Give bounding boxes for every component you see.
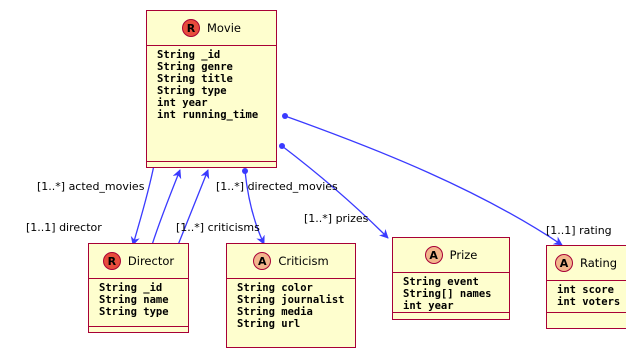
field: int score (557, 284, 614, 296)
stereotype-a-icon: A (424, 246, 443, 264)
edge-acted-movies-1 (151, 169, 182, 246)
field: String title (157, 73, 233, 85)
class-rating-header: A Rating (547, 246, 626, 281)
class-movie[interactable]: R Movie String _id String genre String t… (146, 10, 277, 168)
class-rating-name: Rating (580, 256, 618, 270)
class-criticism-name: Criticism (278, 254, 329, 268)
class-criticism-fields: String color String journalist String me… (227, 279, 355, 330)
stereotype-a-icon: A (253, 252, 272, 270)
class-rating-methods (547, 312, 626, 313)
field: String url (237, 318, 301, 330)
label-prizes: [1..*] prizes (304, 212, 369, 225)
class-director-methods (89, 326, 188, 327)
field: int year (403, 300, 454, 312)
class-movie-fields: String _id String genre String title Str… (147, 46, 276, 121)
stereotype-r-icon: R (181, 19, 200, 37)
field: String _id (99, 282, 163, 294)
class-prize[interactable]: A Prize String event String[] names int … (392, 237, 510, 320)
class-prize-methods (393, 312, 509, 313)
edge-criticisms (244, 170, 265, 245)
label-criticisms: [1..*] criticisms (176, 221, 260, 234)
label-rating: [1..1] rating (546, 224, 612, 237)
edge-acted-movies-2 (177, 169, 210, 246)
field: String media (237, 306, 313, 318)
field: String genre (157, 61, 233, 73)
class-criticism[interactable]: A Criticism String color String journali… (226, 243, 356, 348)
field: String journalist (237, 294, 345, 306)
class-prize-header: A Prize (393, 238, 509, 273)
field: String name (99, 294, 169, 306)
field: String type (99, 306, 169, 318)
class-movie-header: R Movie (147, 11, 276, 46)
label-directed-movies: [1..*] directed_movies (216, 180, 338, 193)
field: String[] names (403, 288, 492, 300)
edge-prizes (281, 145, 389, 239)
class-movie-methods (147, 161, 276, 162)
field: int running_time (157, 109, 259, 121)
class-movie-name: Movie (206, 21, 242, 35)
class-rating-fields: int score int voters (547, 281, 626, 308)
class-criticism-header: A Criticism (227, 244, 355, 279)
class-director[interactable]: R Director String _id String name String… (88, 243, 189, 333)
field: String color (237, 282, 313, 294)
edge-rating (284, 115, 563, 246)
label-acted-movies: [1..*] acted_movies (37, 180, 145, 193)
field: String type (157, 85, 227, 97)
field: String event (403, 276, 479, 288)
class-director-header: R Director (89, 244, 188, 279)
field: String _id (157, 49, 221, 61)
class-rating[interactable]: A Rating int score int voters (546, 245, 626, 329)
label-director: [1..1] director (26, 221, 102, 234)
stereotype-r-icon: R (102, 252, 121, 270)
field: int voters (557, 296, 621, 308)
stereotype-a-icon: A (555, 254, 573, 272)
edge-director (130, 164, 155, 246)
class-director-name: Director (127, 254, 175, 268)
class-prize-name: Prize (449, 248, 478, 262)
class-director-fields: String _id String name String type (89, 279, 188, 318)
field: int year (157, 97, 208, 109)
class-prize-fields: String event String[] names int year (393, 273, 509, 312)
